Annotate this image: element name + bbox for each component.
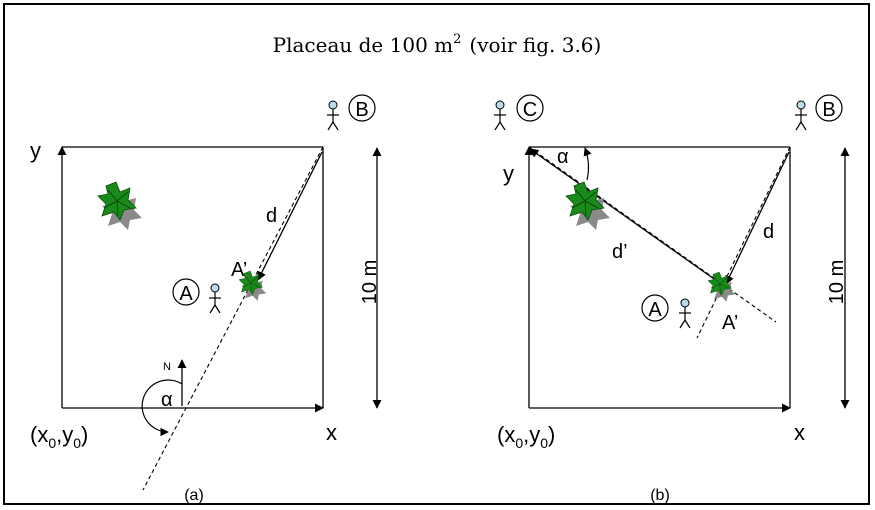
- panel-a-caption: (a): [184, 487, 204, 504]
- panel-a-point-a-prime-label: A’: [231, 259, 247, 281]
- figure-title: Placeau de 100 m2(voir fig. 3.6): [273, 32, 602, 57]
- panel-b-x-label: x: [794, 420, 805, 445]
- panel-a-origin-label: (x0,y0): [30, 422, 88, 451]
- panel-b-bearing-line-b: [696, 146, 791, 339]
- panel-b-distance-prime-arrow: [529, 148, 725, 287]
- panel-b-person-c-icon: [493, 100, 507, 131]
- panel-b-distance-label: d: [763, 221, 774, 243]
- panel-a-point-a-circle: [172, 278, 200, 306]
- panel-b-caption: (b): [650, 487, 670, 504]
- panel-a-north-label: N: [163, 361, 171, 373]
- panel-b-point-a-circle: [641, 294, 669, 322]
- panel-a: 10 m d N α A A’ B y x (x0,y0) (a): [30, 94, 382, 504]
- panel-b-distance-arrow: [725, 151, 790, 285]
- panel-b-y-label: y: [503, 161, 514, 186]
- panel-b-person-a-icon: [678, 298, 692, 329]
- panel-b-angle-label: α: [557, 146, 569, 168]
- panel-b-distance-prime-label: d’: [612, 241, 628, 263]
- panel-b-angle-arc: [583, 147, 592, 181]
- panel-b-person-b-icon: [794, 100, 808, 131]
- panel-a-angle-arc: [141, 379, 183, 437]
- panel-a-bearing-line: [142, 146, 324, 491]
- panel-b-size-label: 10 m: [826, 260, 848, 304]
- panel-a-point-a-label: A: [179, 283, 193, 305]
- panel-a-tree-icon: [97, 181, 143, 231]
- panel-a-y-label: y: [30, 138, 41, 163]
- panel-b-point-b-label: B: [822, 99, 835, 121]
- panel-a-point-b-label: B: [355, 99, 368, 121]
- panel-a-angle-label: α: [161, 389, 173, 411]
- panel-a-size-label: 10 m: [359, 260, 381, 304]
- panel-b-point-a-prime-label: A’: [722, 312, 738, 334]
- panel-a-x-label: x: [326, 420, 337, 445]
- panel-b-bearing-line-c: [528, 146, 777, 323]
- panel-a-person-a-icon: [208, 283, 222, 314]
- panel-b-origin-label: (x0,y0): [497, 422, 555, 451]
- panel-b-point-c-circle: [516, 94, 544, 122]
- panel-a-distance-arrow: [257, 151, 323, 281]
- panel-b-point-a-label: A: [648, 299, 662, 321]
- panel-a-point-b-circle: [348, 94, 376, 122]
- panel-b-point-c-label: C: [523, 99, 537, 121]
- panel-b: 10 m d’ d α A A’ C B y x (x0,y0): [493, 94, 850, 504]
- panel-a-distance-label: d: [266, 205, 277, 227]
- panel-a-person-b-icon: [326, 100, 340, 131]
- panel-b-point-b-circle: [815, 94, 843, 122]
